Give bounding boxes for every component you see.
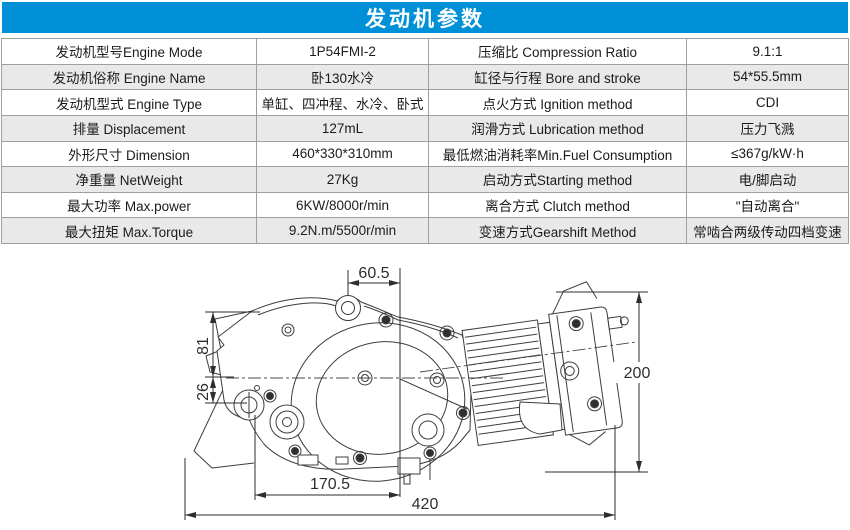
spec-label: 缸径与行程 Bore and stroke (429, 64, 687, 90)
spec-value: CDI (755, 95, 780, 111)
table-row: 净重量 NetWeight 27Kg 启动方式Starting method 电… (2, 167, 848, 193)
dim-top-width-label: 60.5 (358, 265, 389, 282)
spec-value: "自动离合" (735, 199, 800, 215)
spec-value: 1P54FMI-2 (257, 39, 429, 64)
spec-label: 最大功率 Max.power (2, 192, 257, 218)
spec-label: 发动机型式 Engine Type (2, 90, 257, 115)
table-row: 发动机型号Engine Mode 1P54FMI-2 压缩比 Compressi… (2, 39, 848, 65)
spec-value: 460*330*310mm (257, 141, 429, 167)
table-row: 最大扭矩 Max.Torque 9.2N.m/5500r/min 变速方式Gea… (2, 218, 848, 243)
spec-value: 压力飞溅 (740, 122, 795, 138)
top-mount-boss (335, 295, 361, 321)
spec-value: 电/脚启动 (738, 173, 797, 189)
spec-label: 发动机型号Engine Mode (2, 39, 257, 64)
dim-bottom-inner-label: 170.5 (310, 476, 350, 493)
spec-label: 发动机俗称 Engine Name (2, 64, 257, 90)
centerlines (226, 341, 637, 379)
spec-value: 9.1:1 (752, 43, 783, 59)
spec-label: 离合方式 Clutch method (429, 192, 687, 218)
dim-left-lower-label: 26 (195, 383, 212, 401)
spec-label: 净重量 NetWeight (2, 167, 257, 192)
spec-value: 127mL (257, 115, 429, 141)
spec-label: 排量 Displacement (2, 115, 257, 141)
dim-bottom-total-label: 420 (412, 496, 439, 513)
table-row: 最大功率 Max.power 6KW/8000r/min 离合方式 Clutch… (2, 192, 848, 219)
page-title: 发动机参数 (2, 2, 848, 33)
spec-label: 最低燃油消耗率Min.Fuel Consumption (429, 141, 687, 167)
table-row: 排量 Displacement 127mL 润滑方式 Lubrication m… (2, 115, 848, 142)
spec-value: 27Kg (257, 167, 429, 192)
dim-right-height-label: 200 (624, 365, 651, 382)
spec-value: 54*55.5mm (732, 69, 803, 85)
spec-label: 变速方式Gearshift Method (429, 218, 687, 243)
spec-label: 最大扭矩 Max.Torque (2, 218, 257, 243)
table-row: 外形尺寸 Dimension 460*330*310mm 最低燃油消耗率Min.… (2, 141, 848, 168)
spec-label: 点火方式 Ignition method (429, 90, 687, 115)
engine-spec-table: 发动机型号Engine Mode 1P54FMI-2 压缩比 Compressi… (1, 38, 849, 244)
engine-body (193, 281, 637, 485)
clutch-cover-inner (315, 341, 449, 455)
spec-label: 压缩比 Compression Ratio (429, 39, 687, 64)
spec-label: 外形尺寸 Dimension (2, 141, 257, 167)
spec-label: 启动方式Starting method (429, 167, 687, 192)
table-row: 发动机型式 Engine Type 单缸、四冲程、水冷、卧式 点火方式 Igni… (2, 90, 848, 116)
spec-value: 9.2N.m/5500r/min (257, 218, 429, 243)
dim-left-upper-label: 81 (195, 337, 212, 355)
spec-value: 单缸、四冲程、水冷、卧式 (257, 90, 429, 115)
spec-value: 6KW/8000r/min (257, 192, 429, 218)
spec-value: 卧130水冷 (257, 64, 429, 90)
spec-label: 润滑方式 Lubrication method (429, 115, 687, 141)
table-row: 发动机俗称 Engine Name 卧130水冷 缸径与行程 Bore and … (2, 64, 848, 91)
spec-value: 常啮合两级传动四档变速 (693, 224, 842, 240)
dimension-labels: 60.5 81 26 200 170.5 420 (195, 265, 650, 513)
spec-value: ≤367g/kW·h (731, 146, 804, 162)
